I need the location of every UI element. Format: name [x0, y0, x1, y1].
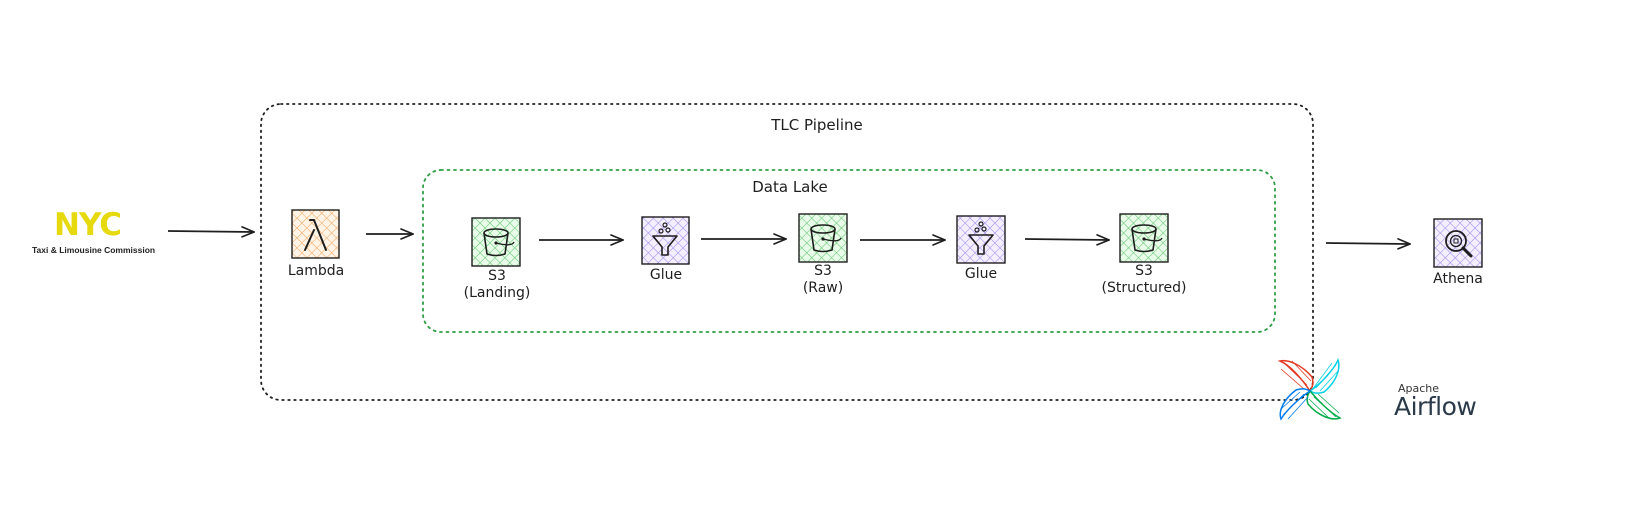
glue-node-2[interactable] [956, 215, 1006, 264]
bucket-icon [810, 224, 842, 253]
s3-structured-label-line2: (Structured) [1101, 280, 1187, 296]
s3-structured-node[interactable] [1119, 213, 1169, 263]
s3-raw-label-line1: S3 [814, 263, 832, 279]
s3-raw-label-line2: (Raw) [802, 280, 844, 296]
nyc-logo-subtitle: Taxi & Limousine Commission [32, 245, 156, 255]
s3-landing-label-line1: S3 [488, 268, 506, 284]
glue-node-1[interactable] [641, 216, 690, 265]
s3-landing-label: S3 (Landing) [464, 268, 531, 302]
s3-structured-label: S3 (Structured) [1102, 263, 1187, 297]
glue-label-1: Glue [649, 267, 683, 283]
tlc-pipeline-title: TLC Pipeline [771, 116, 863, 134]
s3-raw-node[interactable] [798, 213, 848, 263]
tlc-pipeline-group [260, 103, 1314, 401]
lambda-node[interactable] [291, 209, 340, 259]
funnel-icon [968, 221, 994, 255]
arrow-pipeline-to-athena [1325, 243, 1410, 244]
airflow-logo-bottom: Airflow [1394, 392, 1477, 421]
arrow-glue-to-s3-structured [1024, 239, 1109, 240]
glue-label-2: Glue [964, 266, 998, 282]
nyc-logo-wordmark: NYC [54, 207, 122, 243]
athena-label: Athena [1433, 271, 1483, 287]
funnel-icon [652, 222, 678, 256]
airflow-logo-top: Apache [1398, 382, 1440, 395]
s3-landing-label-line2: (Landing) [463, 285, 531, 301]
athena-node[interactable] [1433, 218, 1483, 268]
s3-landing-node[interactable] [471, 217, 521, 267]
lambda-label: Lambda [287, 263, 345, 279]
data-lake-title: Data Lake [752, 178, 828, 196]
airflow-pinwheel-icon [1277, 357, 1342, 421]
s3-structured-label-line1: S3 [1135, 263, 1153, 279]
lambda-icon [304, 219, 327, 251]
arrow-nyc-to-lambda [167, 231, 254, 232]
data-lake-group [422, 169, 1276, 333]
bucket-icon [483, 228, 515, 257]
bucket-icon [1131, 224, 1163, 253]
s3-raw-label: S3 (Raw) [803, 263, 843, 297]
magnifier-icon [1445, 230, 1473, 258]
